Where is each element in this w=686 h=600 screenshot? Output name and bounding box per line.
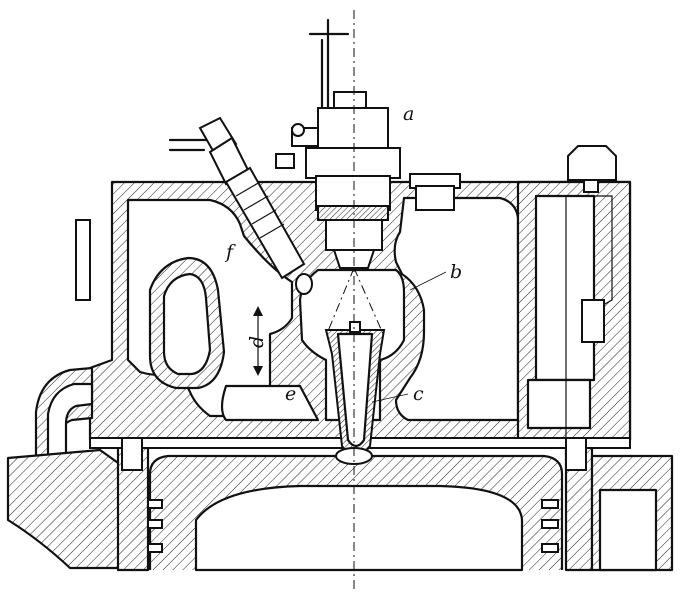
core-plug bbox=[409, 173, 461, 211]
bolt-bore-lower bbox=[526, 378, 592, 430]
cored-passage-inner bbox=[162, 272, 212, 376]
label-a: a bbox=[403, 103, 414, 125]
label-b: b bbox=[450, 261, 462, 283]
section-arrow-d bbox=[253, 306, 263, 376]
prechamber-insert-c bbox=[324, 321, 386, 465]
injector-body bbox=[317, 107, 389, 151]
injector-a bbox=[275, 18, 401, 269]
glow-plug bbox=[168, 116, 313, 295]
exhaust-elbow bbox=[6, 219, 130, 570]
label-f: f bbox=[224, 241, 236, 263]
head-bolt bbox=[581, 299, 605, 343]
head-nut bbox=[567, 145, 617, 193]
cylinder-and-piston bbox=[89, 437, 674, 572]
bolt-bore bbox=[534, 194, 596, 382]
water-jacket-e bbox=[220, 384, 320, 422]
label-e: e bbox=[285, 383, 296, 405]
piston-rings-right bbox=[541, 499, 559, 553]
piston-rings-left bbox=[147, 499, 163, 553]
piston-bowl bbox=[194, 484, 524, 572]
injector-centerline bbox=[325, 10, 385, 590]
label-d: d bbox=[246, 336, 268, 348]
label-c: c bbox=[413, 383, 424, 405]
